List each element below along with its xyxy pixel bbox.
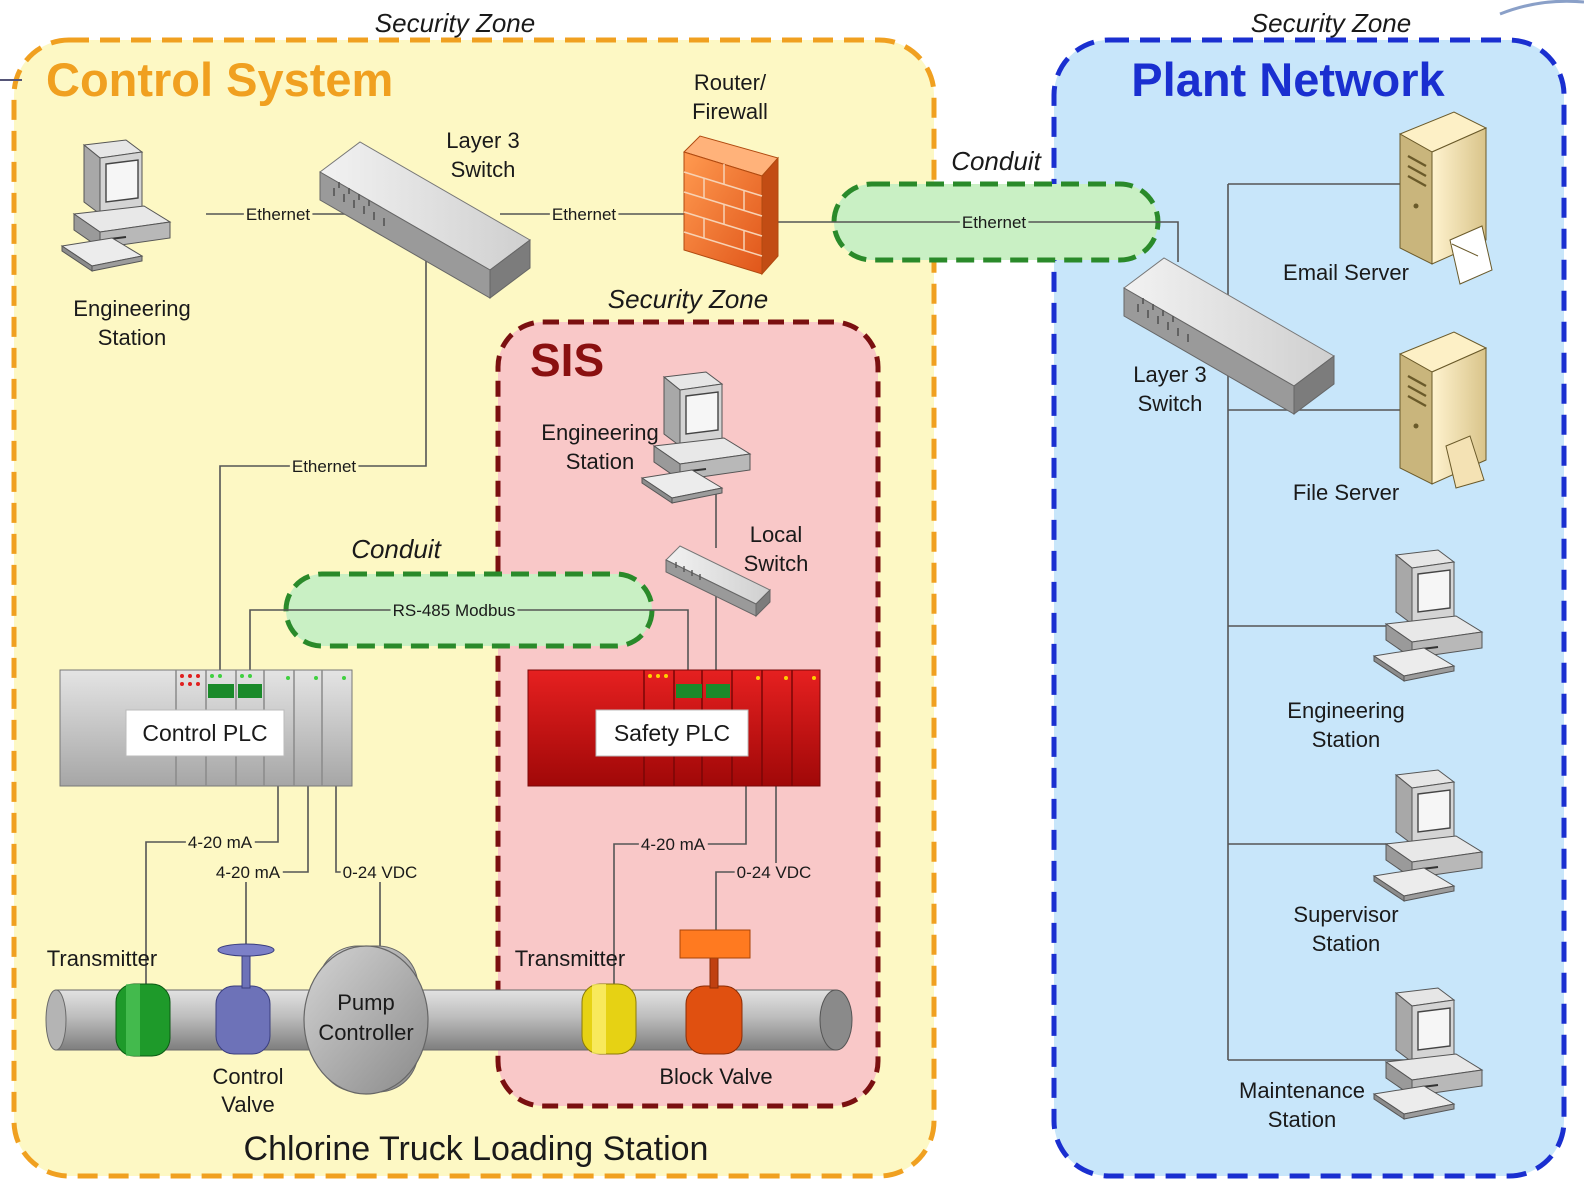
corner-decoration (1499, 0, 1584, 16)
conduit-top-label: Conduit (951, 146, 1042, 176)
safety-plc: Safety PLC (527, 669, 821, 787)
safety-plc-label: Safety PLC (614, 720, 730, 746)
supervisor-station-label-line1: Supervisor (1293, 902, 1398, 927)
transmitter-sis-label: Transmitter (515, 946, 625, 971)
link-label-vdc_sis: 0-24 VDC (734, 863, 814, 882)
link-label-text-ma_sis: 4-20 mA (641, 835, 706, 854)
file-server (1398, 330, 1488, 489)
control-valve-label-line1: Control (213, 1064, 284, 1089)
link-label-text-eth_conduit: Ethernet (962, 213, 1027, 232)
plant-zone-caption: Security Zone (1251, 8, 1411, 38)
plant-switch-label-line1: Layer 3 (1133, 362, 1206, 387)
firewall-label-line1: Router/ (694, 70, 767, 95)
plant-zone-title: Plant Network (1131, 53, 1445, 106)
control-zone-title: Control System (46, 53, 393, 106)
sis-zone-caption: Security Zone (608, 284, 768, 314)
control-zone-caption: Security Zone (375, 8, 535, 38)
link-label-vdc1: 0-24 VDC (340, 863, 420, 882)
link-label-ma1: 4-20 mA (185, 833, 255, 852)
link-label-text-vdc_sis: 0-24 VDC (737, 863, 812, 882)
link-label-text-eth_switch_fw: Ethernet (552, 205, 617, 224)
transmitter-control-label: Transmitter (47, 946, 157, 971)
sis-zone-title: SIS (530, 334, 604, 386)
link-label-text-ma2: 4-20 mA (216, 863, 281, 882)
pump-controller: Pump Controller (303, 945, 429, 1095)
sis-eng-station-label-line2: Station (566, 449, 635, 474)
local-switch (665, 545, 771, 618)
control-eng-station-label-line1: Engineering (73, 296, 190, 321)
transmitter-sis (581, 983, 637, 1055)
supervisor-station-label-line2: Station (1312, 931, 1381, 956)
conduit-bottom-label: Conduit (351, 534, 442, 564)
email-server (1398, 110, 1493, 285)
email-server-label: Email Server (1283, 260, 1409, 285)
block-valve (679, 929, 751, 1055)
link-label-ma2: 4-20 mA (213, 863, 283, 882)
sis-eng-station-label-line1: Engineering (541, 420, 658, 445)
link-label-text-vdc1: 0-24 VDC (343, 863, 418, 882)
firewall-label-line2: Firewall (692, 99, 768, 124)
plant-switch-label-line2: Switch (1138, 391, 1203, 416)
transmitter-control (115, 983, 171, 1057)
local-switch-label-line1: Local (750, 522, 803, 547)
station-footer: Chlorine Truck Loading Station (244, 1130, 709, 1168)
plant-eng-station-label-line1: Engineering (1287, 698, 1404, 723)
control-switch-label-line1: Layer 3 (446, 128, 519, 153)
control-valve (215, 943, 275, 1055)
control-plc-label: Control PLC (142, 720, 267, 746)
plant-eng-station-label-line2: Station (1312, 727, 1381, 752)
link-label-text-modbus: RS-485 Modbus (393, 601, 516, 620)
link-label-text-eth_plc: Ethernet (292, 457, 357, 476)
link-label-eth_switch_fw: Ethernet (549, 205, 619, 224)
maintenance-station-label-line2: Station (1268, 1107, 1337, 1132)
control-eng-station-label-line2: Station (98, 325, 167, 350)
link-label-eth_conduit: Ethernet (959, 213, 1029, 232)
block-valve-label: Block Valve (659, 1064, 772, 1089)
link-label-text-ma1: 4-20 mA (188, 833, 253, 852)
link-label-ma_sis: 4-20 mA (638, 835, 708, 854)
control-switch-label-line2: Switch (451, 157, 516, 182)
control-plc: Control PLC (59, 669, 353, 787)
link-label-modbus: RS-485 Modbus (390, 601, 518, 620)
file-server-label: File Server (1293, 480, 1399, 505)
router-firewall (683, 135, 779, 276)
maintenance-station-label-line1: Maintenance (1239, 1078, 1365, 1103)
control-valve-label-line2: Valve (221, 1092, 274, 1117)
link-label-eth_plc: Ethernet (289, 457, 359, 476)
pump-label-line2: Controller (318, 1020, 413, 1045)
link-label-eth_eng_switch: Ethernet (243, 205, 313, 224)
link-label-text-eth_eng_switch: Ethernet (246, 205, 311, 224)
local-switch-label-line2: Switch (744, 551, 809, 576)
pump-label-line1: Pump (337, 990, 394, 1015)
